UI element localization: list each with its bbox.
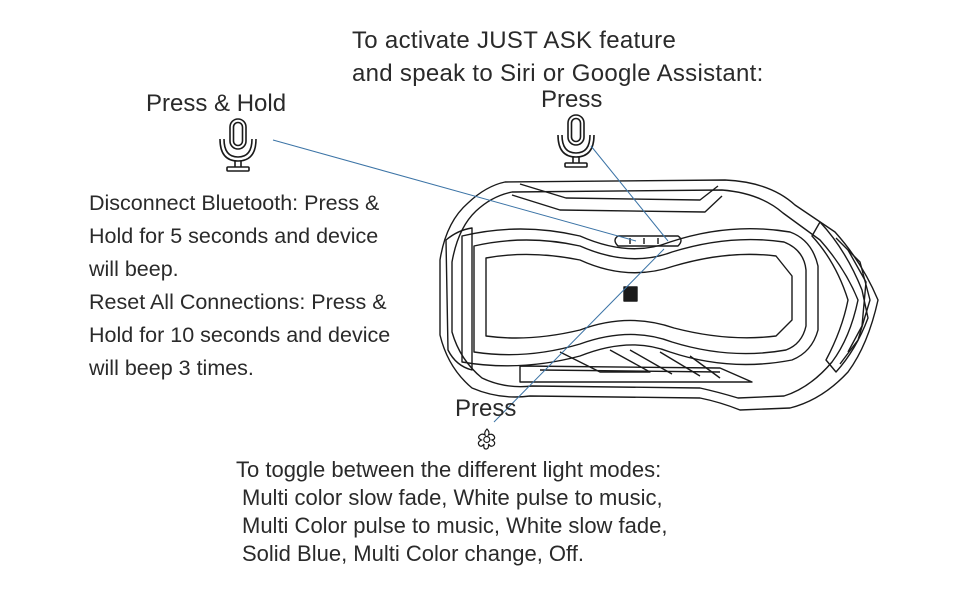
speaker-right-cap bbox=[811, 221, 869, 373]
instruction-line-3: will beep. bbox=[89, 257, 179, 281]
just-ask-line-2: and speak to Siri or Google Assistant: bbox=[352, 60, 764, 87]
light-modes-line-1: Multi color slow fade, White pulse to mu… bbox=[242, 485, 663, 510]
speaker-left-cap bbox=[445, 227, 473, 371]
callout-line-press-top bbox=[590, 145, 669, 242]
instruction-line-5: Hold for 10 seconds and device bbox=[89, 323, 391, 347]
just-ask-line-1: To activate JUST ASK feature bbox=[352, 27, 677, 54]
speaker-bottom-slats bbox=[559, 349, 721, 379]
button-instructions: Disconnect Bluetooth: Press & Hold for 5… bbox=[89, 187, 390, 385]
microphone-icon bbox=[219, 118, 257, 172]
light-modes-line-2: Multi Color pulse to music, White slow f… bbox=[242, 513, 668, 538]
press-bottom-label: Press bbox=[455, 395, 517, 422]
callout-line-press-hold bbox=[272, 139, 637, 242]
press-hold-label: Press & Hold bbox=[146, 90, 287, 117]
instruction-line-4: Reset All Connections: Press & bbox=[89, 290, 387, 314]
just-ask-instruction: To activate JUST ASK feature and speak t… bbox=[352, 24, 764, 90]
speaker-shell-inner bbox=[451, 189, 859, 399]
speaker-top-strip bbox=[511, 194, 723, 213]
microphone-icon bbox=[557, 114, 595, 168]
instruction-line-6: will beep 3 times. bbox=[89, 356, 254, 380]
light-flower-icon bbox=[477, 428, 496, 450]
speaker-outer-shell bbox=[439, 179, 879, 411]
light-modes-heading: To toggle between the different light mo… bbox=[236, 457, 662, 482]
speaker-logo-badge bbox=[623, 286, 638, 302]
instruction-line-2: Hold for 5 seconds and device bbox=[89, 224, 379, 248]
speaker-front-panel bbox=[461, 227, 819, 367]
light-modes-line-3: Solid Blue, Multi Color change, Off. bbox=[242, 541, 584, 566]
press-top-label: Press bbox=[541, 86, 603, 113]
callout-line-press-bottom bbox=[493, 248, 665, 423]
instruction-line-1: Disconnect Bluetooth: Press & bbox=[89, 191, 380, 215]
speaker-button-strip bbox=[614, 235, 682, 247]
light-modes-instruction: To toggle between the different light mo… bbox=[236, 456, 668, 568]
